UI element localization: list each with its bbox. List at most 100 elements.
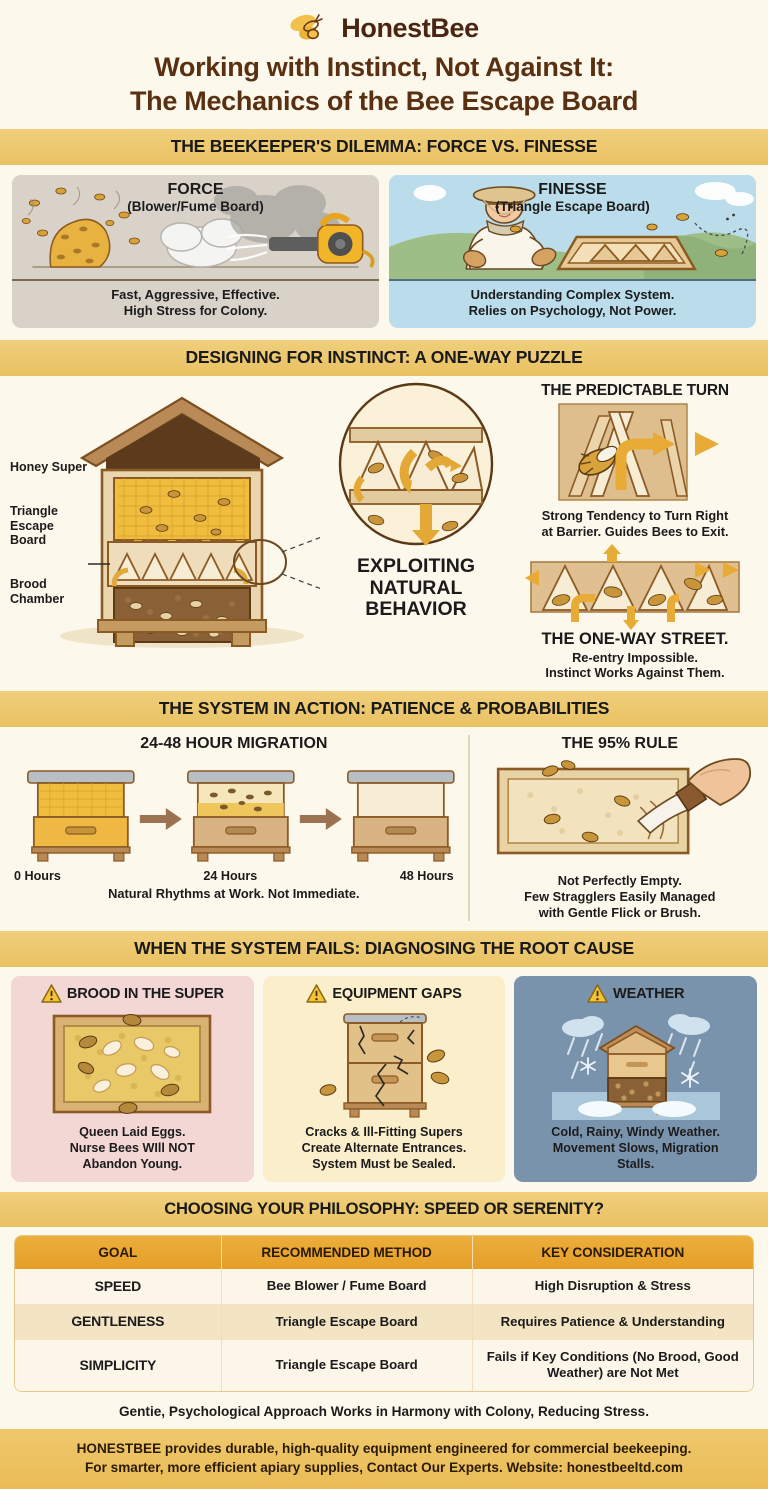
philosophy-table-wrap: GOAL RECOMMENDED METHOD KEY CONSIDERATIO… — [0, 1227, 768, 1396]
exploit-line-2: NATURAL — [369, 576, 463, 599]
equipment-caption-line-1: Cracks & Ill-Fitting Supers — [305, 1125, 463, 1140]
force-illustration: FORCE (Blower/Fume Board) — [12, 174, 379, 279]
warning-triangle-icon — [587, 984, 608, 1004]
force-title: FORCE — [167, 180, 224, 198]
title-line-1: Working with Instinct, Not Against It: — [154, 52, 614, 82]
table-header-row: GOAL RECOMMENDED METHOD KEY CONSIDERATIO… — [15, 1235, 753, 1269]
section-band-instinct: DESIGNING FOR INSTINCT: A ONE-WAY PUZZLE — [0, 339, 768, 376]
brood-caption-line-2: Nurse Bees WIll NOT — [69, 1141, 195, 1156]
equipment-caption-line-2: Create Alternate Entrances. — [301, 1141, 467, 1156]
rule-caption: Not Perfectly Empty. Few Stragglers Easi… — [482, 873, 758, 921]
magnified-escape-detail-icon — [338, 382, 494, 546]
force-caption-line-1: Fast, Aggressive, Effective. — [111, 286, 280, 302]
rule-block: THE 95% RULE — [470, 735, 758, 921]
failures-section: BROOD IN THE SUPER — [0, 967, 768, 1192]
rule-caption-line-1: Not Perfectly Empty. — [557, 873, 682, 889]
brand-header: HonestBee — [0, 0, 768, 44]
exploit-heading: EXPLOITING NATURAL BEHAVIOR — [326, 554, 506, 621]
failure-card-equipment: EQUIPMENT GAPS — [262, 976, 506, 1182]
equipment-card-caption: Cracks & Ill-Fitting Supers Create Alter… — [270, 1125, 499, 1173]
row-2-method: Triangle Escape Board — [221, 1339, 473, 1391]
warning-triangle-icon — [306, 984, 328, 1004]
table-header-method: RECOMMENDED METHOD — [221, 1235, 473, 1269]
section-band-dilemma: THE BEEKEEPER'S DILEMMA: FORCE VS. FINES… — [0, 128, 768, 165]
cracked-hive-icon — [270, 1008, 499, 1120]
brood-card-caption: Queen Laid Eggs. Nurse Bees WIll NOT Aba… — [18, 1125, 247, 1173]
equipment-caption-line-3: System Must be Sealed. — [312, 1156, 456, 1171]
bee-logo-icon — [289, 11, 333, 45]
action-section: 24-48 HOUR MIGRATION — [0, 727, 768, 931]
exploit-line-1: EXPLOITING — [356, 554, 476, 577]
brood-caption-line-3: Abandon Young. — [82, 1156, 183, 1171]
brood-card-title: BROOD IN THE SUPER — [66, 985, 224, 1002]
hive-label-honey-super: Honey Super — [10, 459, 88, 474]
dilemma-panel-force: FORCE (Blower/Fume Board) Fast, Aggressi… — [12, 174, 379, 328]
force-subtitle: (Blower/Fume Board) — [127, 198, 264, 214]
weather-caption-line-1: Cold, Rainy, Windy Weather. — [551, 1125, 721, 1140]
one-way-caption-line-1: Re-entry Impossible. — [572, 649, 698, 665]
row-1-method: Triangle Escape Board — [221, 1304, 473, 1340]
brood-caption-line-1: Queen Laid Eggs. — [79, 1125, 186, 1140]
migration-step-24: 24 Hours — [203, 869, 258, 884]
weather-card-header: WEATHER — [521, 984, 750, 1004]
table-row: GENTLENESS Triangle Escape Board Require… — [15, 1304, 753, 1340]
table-header-goal: GOAL — [15, 1235, 222, 1269]
brush-frame-icon — [496, 758, 751, 855]
weather-card-caption: Cold, Rainy, Windy Weather. Movement Slo… — [521, 1125, 750, 1173]
finesse-caption-line-2: Relies on Psychology, Not Power. — [468, 303, 677, 319]
weather-caption-line-3: Stalls. — [617, 1156, 655, 1171]
rainy-cold-hive-icon — [521, 1008, 750, 1121]
finesse-caption: Understanding Complex System. Relies on … — [389, 278, 756, 328]
dilemma-section: FORCE (Blower/Fume Board) Fast, Aggressi… — [0, 165, 768, 340]
table-row: SPEED Bee Blower / Fume Board High Disru… — [15, 1268, 753, 1305]
warning-triangle-icon — [41, 984, 62, 1004]
closing-statement: Gentie, Psychological Approach Works in … — [118, 1403, 649, 1419]
migration-heading: 24-48 HOUR MIGRATION — [140, 735, 328, 753]
rule-caption-line-2: Few Stragglers Easily Managed — [524, 889, 716, 905]
finesse-title-block: FINESSE (Triangle Escape Board) — [389, 181, 756, 214]
hive-cutaway-illustration — [60, 396, 320, 648]
title-line-2: The Mechanics of the Bee Escape Board — [129, 86, 639, 117]
row-2-consideration: Fails if Key Conditions (No Brood, Good … — [472, 1339, 753, 1391]
hive-label-brood-chamber: Brood Chamber — [10, 577, 65, 606]
philosophy-table: GOAL RECOMMENDED METHOD KEY CONSIDERATIO… — [14, 1234, 754, 1392]
instinct-section: Honey Super Triangle Escape Board Brood … — [0, 376, 768, 691]
finesse-illustration: FINESSE (Triangle Escape Board) — [389, 174, 756, 279]
footer-line-1: HONESTBEE provides durable, high-quality… — [76, 1440, 692, 1456]
predictable-turn-caption-line-2: at Barrier. Guides Bees to Exit. — [541, 523, 729, 539]
row-0-method: Bee Blower / Fume Board — [221, 1268, 473, 1305]
dilemma-panel-finesse: FINESSE (Triangle Escape Board) Understa… — [389, 174, 756, 328]
finesse-title: FINESSE — [538, 180, 607, 198]
one-way-heading: THE ONE-WAY STREET. — [541, 629, 729, 648]
instinct-right-column: THE PREDICTABLE TURN Strong Tendency to … — [512, 382, 758, 681]
predictable-turn-caption: Strong Tendency to Turn Right at Barrier… — [512, 508, 758, 540]
row-1-consideration: Requires Patience & Understanding — [472, 1304, 753, 1340]
finesse-caption-line-1: Understanding Complex System. — [470, 286, 675, 302]
section-band-action: THE SYSTEM IN ACTION: PATIENCE & PROBABI… — [0, 691, 768, 728]
row-2-goal: SIMPLICITY — [15, 1339, 222, 1391]
equipment-card-header: EQUIPMENT GAPS — [270, 984, 499, 1004]
migration-step-0: 0 Hours — [14, 869, 61, 884]
table-header-consideration: KEY CONSIDERATION — [472, 1235, 753, 1269]
section-band-philosophy: CHOOSING YOUR PHILOSOPHY: SPEED OR SEREN… — [0, 1191, 768, 1227]
failure-card-brood: BROOD IN THE SUPER — [11, 976, 254, 1182]
migration-block: 24-48 HOUR MIGRATION — [10, 735, 470, 922]
hive-label-column: Honey Super Triangle Escape Board Brood … — [10, 460, 88, 636]
finesse-subtitle: (Triangle Escape Board) — [495, 198, 650, 214]
hive-cutaway-wrap: Honey Super Triangle Escape Board Brood … — [10, 382, 320, 681]
hive-label-escape-board: Triangle Escape Board — [10, 504, 58, 547]
force-caption-line-2: High Stress for Colony. — [123, 303, 268, 319]
row-0-goal: SPEED — [15, 1268, 222, 1305]
section-band-failures: WHEN THE SYSTEM FAILS: DIAGNOSING THE RO… — [0, 931, 768, 968]
predictable-turn-heading: THE PREDICTABLE TURN — [541, 381, 729, 399]
brood-card-header: BROOD IN THE SUPER — [18, 984, 247, 1004]
brand-name: HonestBee — [341, 12, 479, 43]
predictable-turn-icon — [558, 403, 719, 501]
migration-sequence-icon — [27, 770, 455, 862]
migration-caption: Natural Rhythms at Work. Not Immediate. — [108, 886, 360, 902]
one-way-street-icon — [525, 543, 740, 630]
one-way-caption-line-2: Instinct Works Against Them. — [545, 665, 725, 681]
force-caption: Fast, Aggressive, Effective. High Stress… — [12, 278, 379, 328]
predictable-turn-caption-line-1: Strong Tendency to Turn Right — [541, 507, 729, 523]
